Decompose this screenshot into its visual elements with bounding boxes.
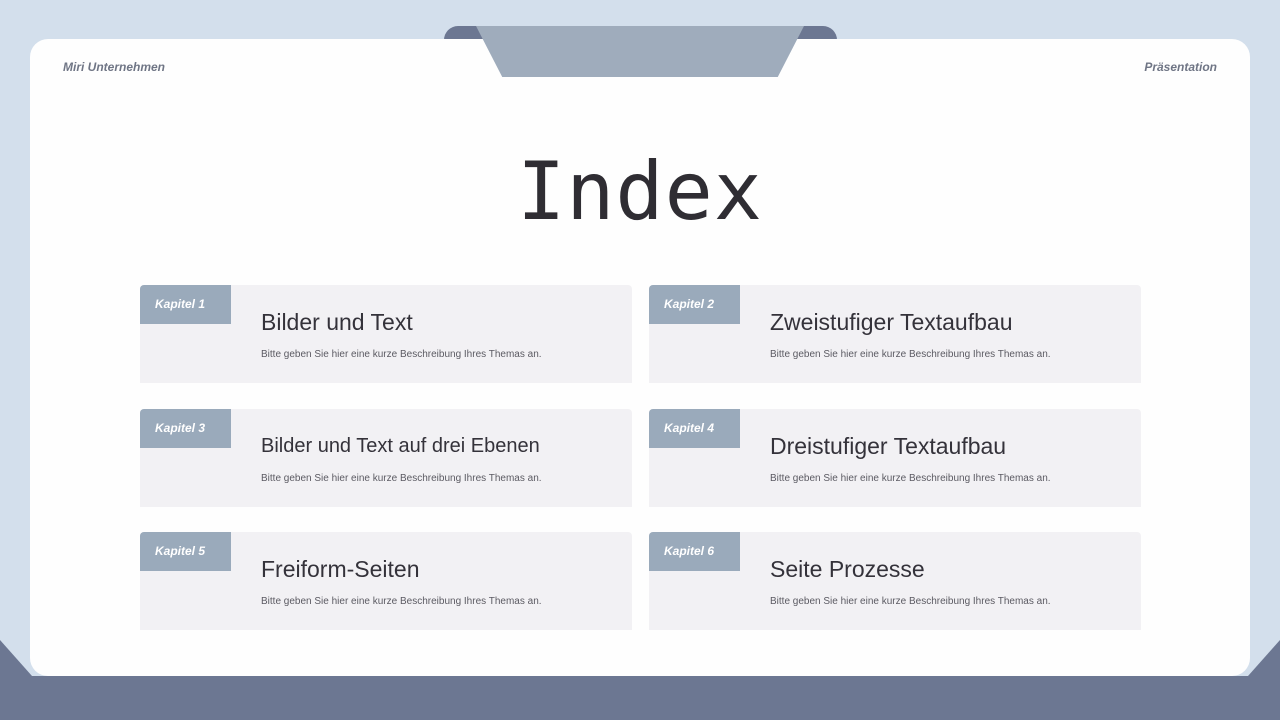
footer-band <box>0 676 1280 720</box>
chapter-badge: Kapitel 5 <box>140 532 231 571</box>
chapter-item-6[interactable]: Kapitel 6 Seite Prozesse Bitte geben Sie… <box>649 532 1141 630</box>
chapter-badge: Kapitel 6 <box>649 532 740 571</box>
chapter-badge-label: Kapitel 6 <box>664 544 715 558</box>
chapter-badge-label: Kapitel 2 <box>664 297 715 311</box>
corner-decoration-right <box>1248 640 1280 676</box>
chapter-item-5[interactable]: Kapitel 5 Freiform-Seiten Bitte geben Si… <box>140 532 632 630</box>
document-type: Präsentation <box>1144 60 1217 74</box>
company-name: Miri Unternehmen <box>63 60 166 74</box>
chapter-badge: Kapitel 3 <box>140 409 231 448</box>
chapter-badge: Kapitel 2 <box>649 285 740 324</box>
chapter-badge-label: Kapitel 1 <box>155 297 206 311</box>
chapter-badge-label: Kapitel 5 <box>155 544 206 558</box>
chapter-description: Bitte geben Sie hier eine kurze Beschrei… <box>261 596 542 607</box>
top-tab-decoration <box>476 26 804 77</box>
chapter-badge: Kapitel 4 <box>649 409 740 448</box>
chapter-title: Bilder und Text auf drei Ebenen <box>261 435 540 457</box>
chapter-badge: Kapitel 1 <box>140 285 231 324</box>
chapter-title: Zweistufiger Textaufbau <box>770 309 1013 335</box>
chapter-item-4[interactable]: Kapitel 4 Dreistufiger Textaufbau Bitte … <box>649 409 1141 507</box>
chapter-badge-label: Kapitel 3 <box>155 421 206 435</box>
chapter-description: Bitte geben Sie hier eine kurze Beschrei… <box>770 596 1051 607</box>
chapter-title: Freiform-Seiten <box>261 556 420 582</box>
corner-decoration-left <box>0 640 32 676</box>
chapter-item-1[interactable]: Kapitel 1 Bilder und Text Bitte geben Si… <box>140 285 632 383</box>
chapter-description: Bitte geben Sie hier eine kurze Beschrei… <box>770 473 1051 484</box>
chapter-description: Bitte geben Sie hier eine kurze Beschrei… <box>261 473 542 484</box>
chapter-title: Dreistufiger Textaufbau <box>770 433 1007 459</box>
chapter-item-3[interactable]: Kapitel 3 Bilder und Text auf drei Ebene… <box>140 409 632 507</box>
page-title: Index <box>517 145 763 238</box>
chapter-title: Bilder und Text <box>261 309 413 335</box>
chapter-description: Bitte geben Sie hier eine kurze Beschrei… <box>261 349 542 360</box>
chapter-description: Bitte geben Sie hier eine kurze Beschrei… <box>770 349 1051 360</box>
chapter-title: Seite Prozesse <box>770 556 925 582</box>
chapter-item-2[interactable]: Kapitel 2 Zweistufiger Textaufbau Bitte … <box>649 285 1141 383</box>
chapter-badge-label: Kapitel 4 <box>664 421 715 435</box>
